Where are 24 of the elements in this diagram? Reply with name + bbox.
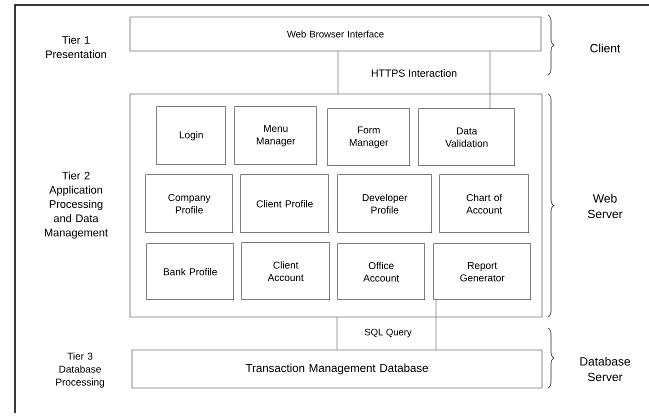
tier-role-label: Web Server: [588, 194, 622, 218]
tier-label: Tier 2 Application Processing and Data Management: [44, 171, 108, 239]
module-box: Client Profile: [240, 174, 329, 233]
tier-role-label: Database Server: [580, 356, 630, 382]
database-box: Transaction Management Database: [132, 350, 542, 388]
tier-label: Tier 3 Database Processing: [56, 352, 104, 388]
module-box: Form Manager: [327, 108, 410, 166]
module-box: Login: [156, 106, 226, 165]
tier-label: Tier 1 Presentation: [46, 36, 106, 58]
tier-role-label: Client: [590, 44, 620, 52]
module-box: Company Profile: [145, 174, 233, 233]
module-box: Client Account: [241, 242, 330, 300]
module-box: Report Generator: [433, 243, 531, 300]
edge-label: HTTPS Interaction: [370, 68, 458, 78]
module-box: Chart of Account: [439, 174, 529, 233]
module-box: Bank Profile: [146, 243, 234, 300]
presentation-box: Web Browser Interface: [130, 16, 542, 52]
module-box: Developer Profile: [337, 174, 432, 233]
module-box: Data Validation: [418, 108, 515, 166]
module-box: Office Account: [337, 243, 425, 300]
edge-label: SQL Query: [363, 328, 413, 338]
server-box: [130, 94, 542, 318]
module-box: Menu Manager: [234, 106, 317, 165]
connector-line: [336, 317, 338, 350]
